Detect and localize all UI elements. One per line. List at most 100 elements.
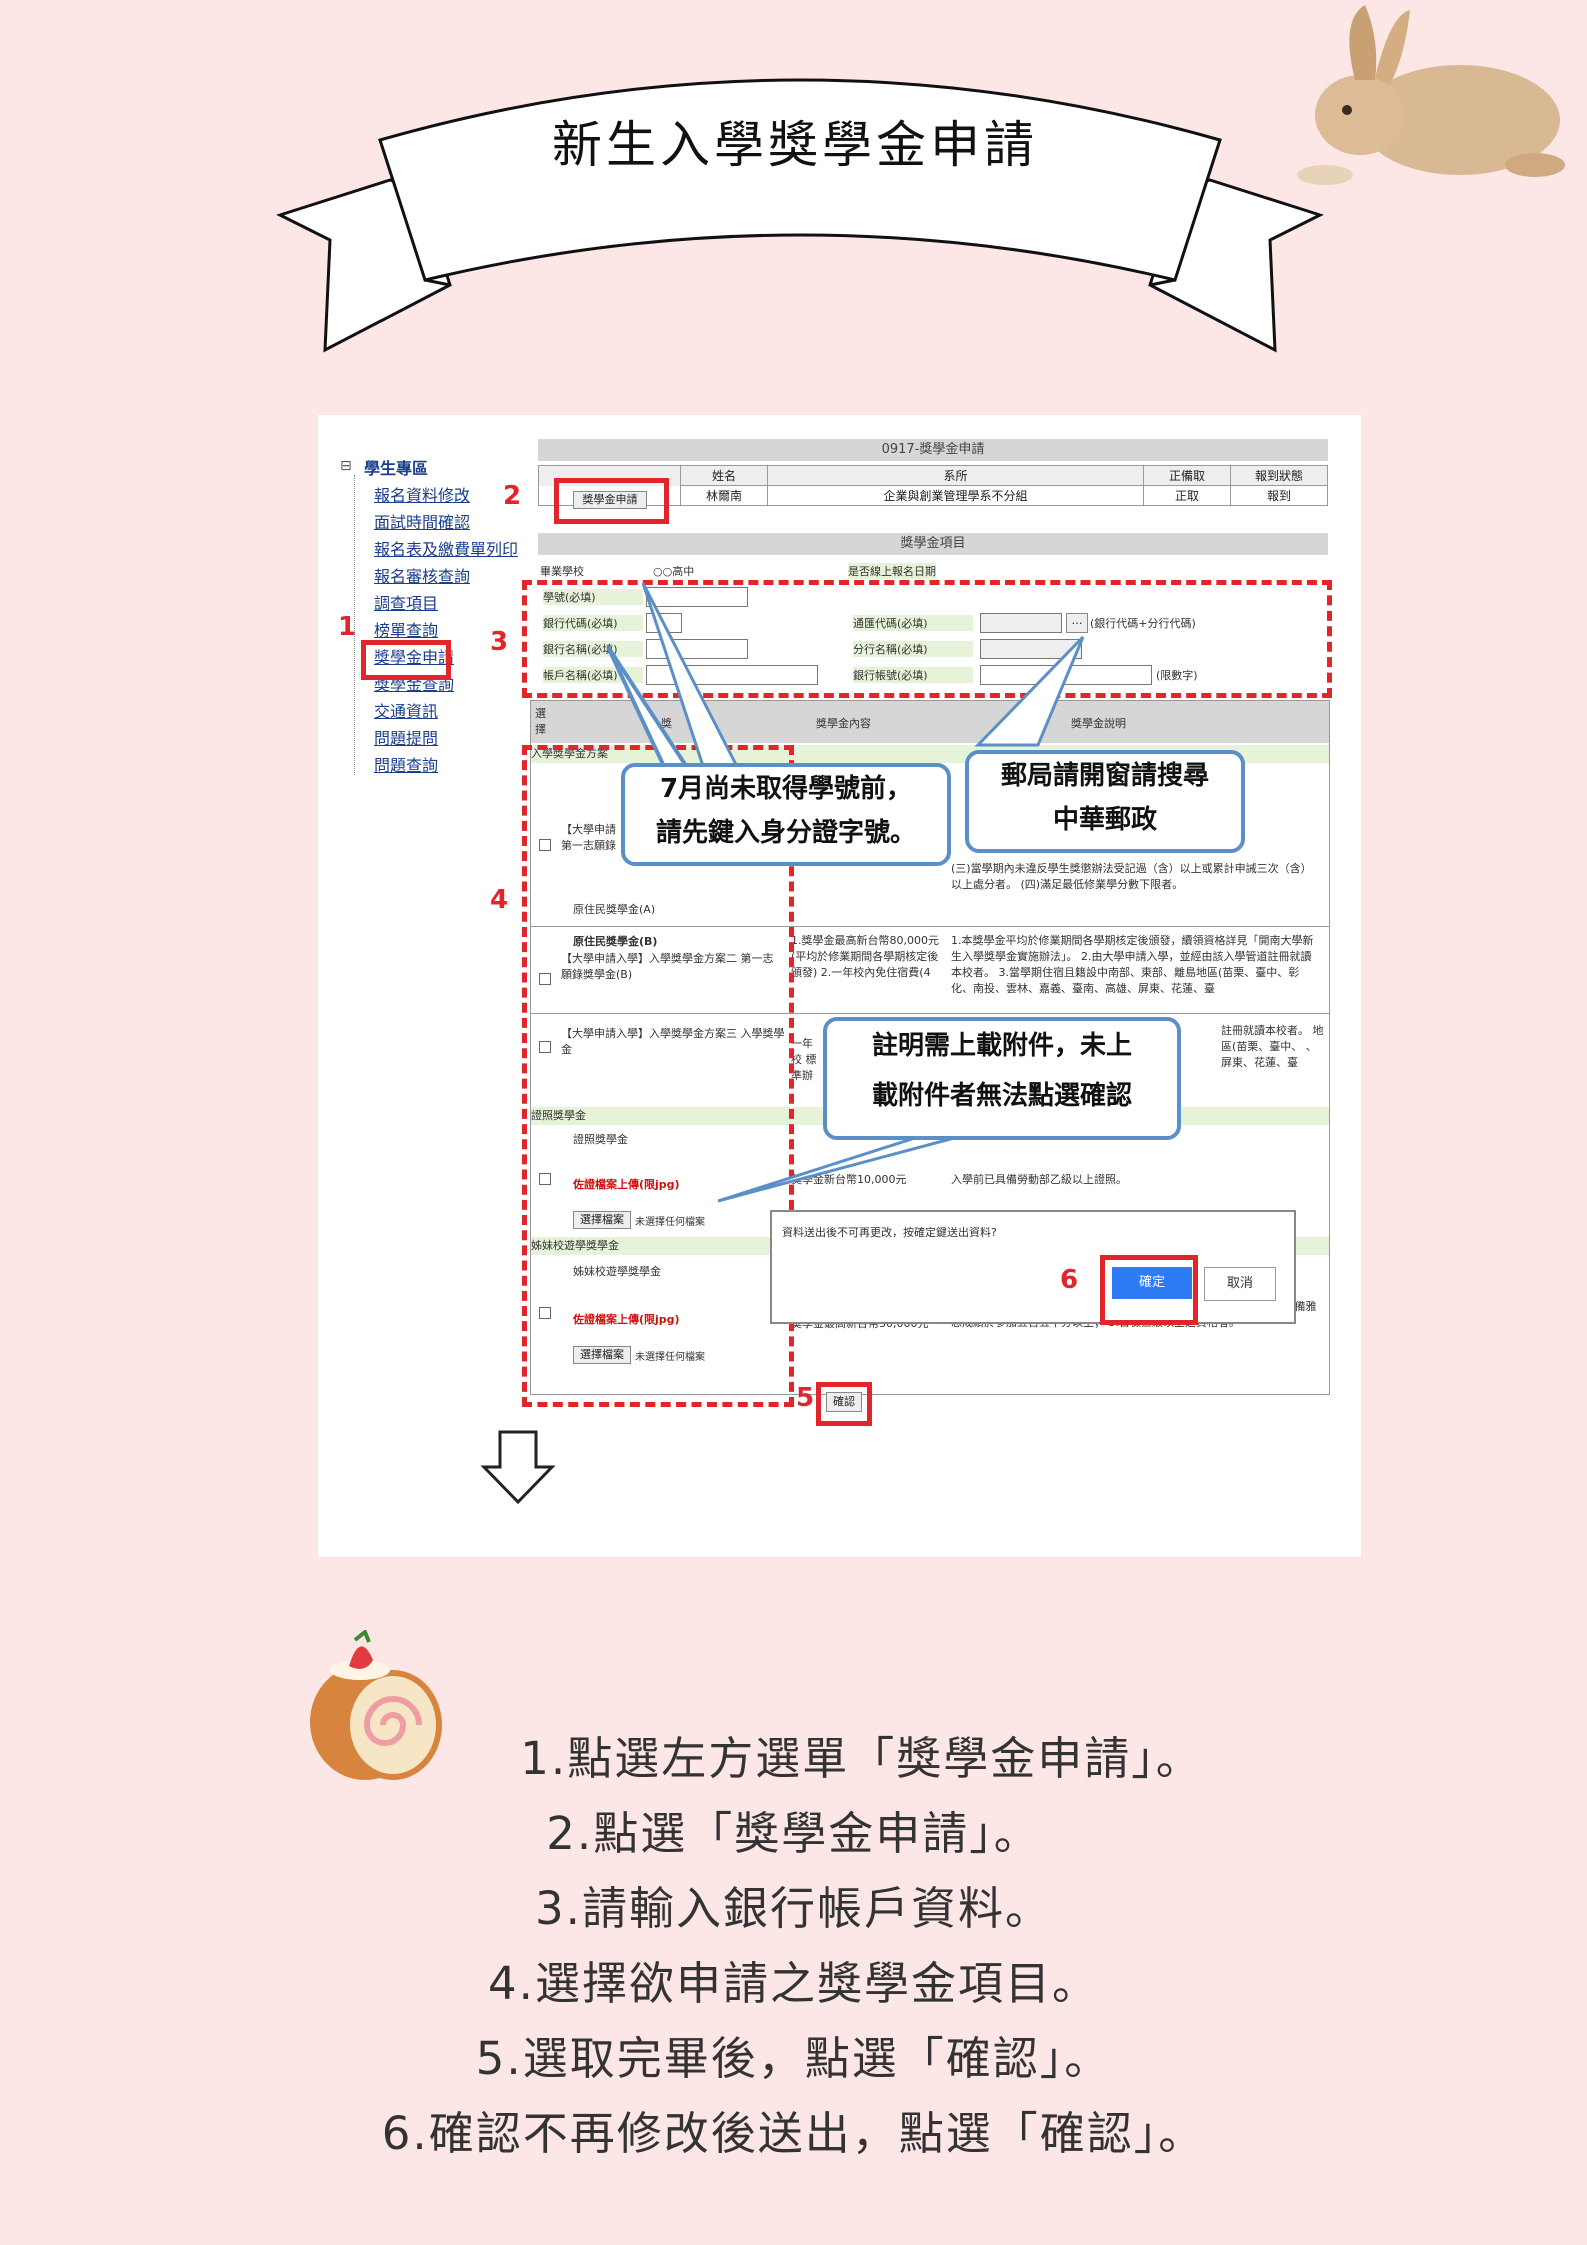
- th-status: 報到狀態: [1230, 465, 1328, 486]
- row1-name: 【大學申請: [561, 823, 616, 836]
- row5-file-button[interactable]: 選擇檔案: [573, 1346, 631, 1364]
- sidebar-item-question-query[interactable]: 問題查詢: [374, 756, 439, 775]
- row3-content: 一年校 標準辦: [791, 1037, 817, 1082]
- row5-upload-label: 佐證檔案上傳(限jpg): [573, 1313, 680, 1326]
- row5-checkbox[interactable]: [539, 1307, 551, 1319]
- marker-2: 2: [503, 481, 522, 511]
- transfer-code-label: 通匯代碼(必填): [853, 615, 973, 631]
- marker-5: 5: [796, 1383, 815, 1413]
- th-dept: 系所: [767, 465, 1144, 486]
- highlight-dialog-ok: [1100, 1255, 1198, 1325]
- step-2: 2.點選「獎學金申請」。: [546, 1807, 1041, 1860]
- marker-3: 3: [490, 627, 509, 657]
- cake-roll-icon: [310, 1630, 442, 1780]
- highlight-bank-form: [522, 580, 1332, 698]
- tree-line: [354, 475, 356, 775]
- title-ribbon: [276, 78, 1324, 353]
- school-label: 畢業學校: [540, 565, 584, 578]
- dialog-ok-button[interactable]: 確定: [1112, 1267, 1192, 1299]
- row1-aboriginal: 原住民獎學金(A): [573, 903, 656, 916]
- sidebar-item-interview-time[interactable]: 面試時間確認: [374, 513, 471, 532]
- sidebar-item-review[interactable]: 報名審核查詢: [374, 567, 471, 586]
- marker-4: 4: [490, 885, 509, 915]
- rabbit-illustration: [1297, 5, 1565, 185]
- step-3: 3.請輸入銀行帳戶資料。: [535, 1882, 1052, 1935]
- row5-name: 姊妹校遊學獎學金: [573, 1265, 661, 1278]
- bank-name-label: 銀行名稱(必填): [543, 641, 643, 657]
- lh-desc: 獎學金說明: [1071, 717, 1126, 730]
- screenshot-panel: ⊟ 學生專區 報名資料修改 面試時間確認 報名表及繳費單列印 報名審核查詢 調查…: [318, 415, 1361, 1557]
- confirm-button[interactable]: 確認: [826, 1392, 862, 1412]
- page-title: 新生入學獎學金申請: [552, 116, 1038, 174]
- step-4: 4.選擇欲申請之獎學金項目。: [488, 1957, 1099, 2010]
- apply-table: 姓名 系所 正備取 報到狀態 林爾南 企業與創業管理學系不分組 正取 報到: [538, 465, 1328, 513]
- callout-attachment: 註明需上載附件，未上 載附件者無法點選確認: [823, 1017, 1181, 1140]
- td-dept: 企業與創業管理學系不分組: [767, 485, 1144, 506]
- school-value: ○○高中: [653, 565, 695, 578]
- branch-name-input[interactable]: [980, 639, 1082, 659]
- digits-hint: (限數字): [1156, 669, 1198, 682]
- student-no-label: 學號(必填): [543, 589, 643, 605]
- sidebar-item-print[interactable]: 報名表及繳費單列印: [374, 540, 519, 559]
- account-no-label: 銀行帳號(必填): [853, 667, 973, 683]
- sidebar-tree: ⊟ 學生專區 報名資料修改 面試時間確認 報名表及繳費單列印 報名審核查詢 調查…: [340, 455, 550, 795]
- sidebar-item-edit-info[interactable]: 報名資料修改: [374, 486, 471, 505]
- highlight-apply-button: [554, 478, 669, 524]
- highlight-sidebar-apply: [361, 640, 451, 680]
- row-divider: [531, 926, 1329, 927]
- marker-6: 6: [1060, 1265, 1079, 1295]
- callout-student-id: 7月尚未取得學號前， 請先鍵入身分證字號。: [621, 763, 951, 866]
- row3-name: 【大學申請入學】入學獎學金方案三 入學獎學金: [561, 1027, 785, 1056]
- step-1: 1.點選左方選單「獎學金申請」。: [520, 1732, 1203, 1785]
- row3-desc: 註冊就讀本校者。 地區(苗栗、臺中、 、屏東、花蓮、臺: [1221, 1024, 1324, 1069]
- tree-collapse-icon[interactable]: ⊟: [340, 458, 352, 474]
- row4-name: 證照獎學金: [573, 1133, 628, 1146]
- callout-pointers: [606, 582, 1085, 1203]
- marker-1: 1: [338, 612, 357, 642]
- header-bar: 0917-獎學金申請: [538, 439, 1328, 461]
- sidebar-item-ask[interactable]: 問題提問: [374, 729, 439, 748]
- row1-desc: (三)當學期內未違反學生獎懲辦法受記過（含）以上或累計申誡三次（含）以上處分者。…: [951, 862, 1312, 891]
- row2-desc: 1.本獎學金平均於修業期間各學期核定後頒發，續領資格詳見「開南大學新生入學獎學金…: [951, 934, 1314, 995]
- row4-desc: 入學前已具備勞動部乙級以上證照。: [951, 1173, 1127, 1186]
- sidebar-item-scholarship-apply[interactable]: 獎學金申請: [374, 648, 455, 667]
- row2-name: 原住民獎學金(B): [573, 935, 658, 948]
- lh-select: 選擇: [535, 707, 546, 736]
- row4-checkbox[interactable]: [539, 1173, 551, 1185]
- date-label: 是否線上報名日期: [848, 563, 936, 579]
- transfer-hint: (銀行代碼+分行代碼): [1090, 617, 1196, 630]
- search-bank-button[interactable]: …: [1066, 613, 1088, 633]
- transfer-code-input[interactable]: [980, 613, 1062, 633]
- confirm-dialog: 資料送出後不可再更改，按確定鍵送出資料? 確定 取消: [770, 1210, 1296, 1324]
- lh-content: 獎學金內容: [816, 717, 871, 730]
- branch-name-label: 分行名稱(必填): [853, 641, 973, 657]
- scholarship-apply-button[interactable]: 獎學金申請: [573, 491, 647, 509]
- row4-file-status: 未選擇任何檔案: [635, 1217, 705, 1228]
- dialog-cancel-button[interactable]: 取消: [1204, 1267, 1276, 1301]
- row4-content: 獎學金新台幣10,000元: [791, 1173, 907, 1186]
- row2-content: 1.獎學金最高新台幣80,000元(平均於修業期間各學期核定後頒發) 2.一年校…: [791, 934, 939, 979]
- sidebar-item-results[interactable]: 榜單查詢: [374, 621, 439, 640]
- row5-file-status: 未選擇任何檔案: [635, 1352, 705, 1363]
- dialog-message: 資料送出後不可再更改，按確定鍵送出資料?: [782, 1226, 997, 1239]
- row4-upload-label: 佐證檔案上傳(限jpg): [573, 1178, 680, 1191]
- row2-checkbox[interactable]: [539, 973, 551, 985]
- row3-checkbox[interactable]: [539, 1041, 551, 1053]
- step-6: 6.確認不再修改後送出，點選「確認」。: [381, 2107, 1206, 2160]
- sidebar-root: 學生專區: [364, 459, 429, 478]
- down-arrow-icon: [480, 1430, 556, 1505]
- lh-name: 獎: [661, 717, 672, 730]
- highlight-confirm-button: [816, 1382, 872, 1426]
- step-5: 5.選取完畢後，點選「確認」。: [475, 2032, 1112, 2085]
- row4-file-button[interactable]: 選擇檔案: [573, 1211, 631, 1229]
- bank-code-label: 銀行代碼(必填): [543, 615, 643, 631]
- row2-sub: 【大學申請入學】入學獎學金方案二 第一志願錄獎學金(B): [561, 952, 774, 981]
- callout-post-office: 郵局請開窗請搜尋 中華郵政: [965, 750, 1245, 853]
- td-status: 報到: [1230, 485, 1328, 506]
- row1-sub: 第一志願錄: [561, 839, 616, 852]
- row1-checkbox[interactable]: [539, 839, 551, 851]
- sidebar-item-survey[interactable]: 調查項目: [374, 594, 439, 613]
- td-name: 林爾南: [680, 485, 768, 506]
- row-divider: [531, 1013, 1329, 1014]
- sidebar-item-traffic[interactable]: 交通資訊: [374, 702, 439, 721]
